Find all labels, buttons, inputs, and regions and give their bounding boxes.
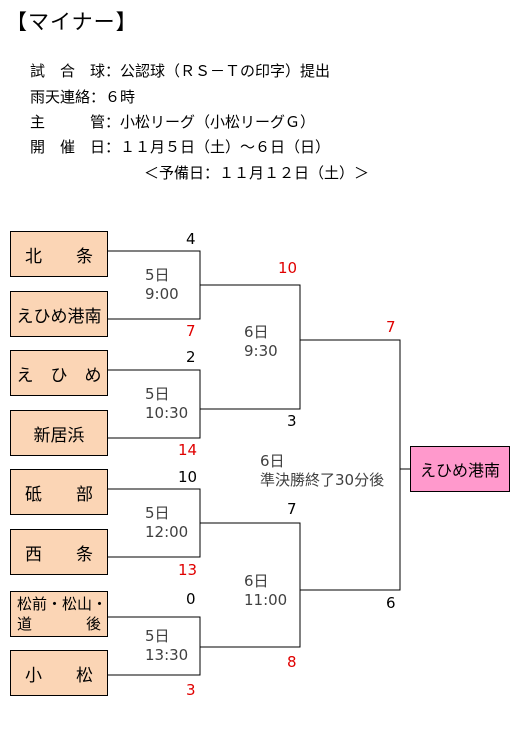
match-time: 9:00 (145, 285, 179, 303)
match-schedule: 5日 12:00 (145, 504, 188, 542)
page-title: 【マイナー】 (6, 10, 138, 34)
team-name: 西 条 (25, 544, 93, 565)
match-time: 13:30 (145, 646, 189, 664)
team-name: 小 松 (25, 665, 93, 686)
info-ball-label: 試 合 球： (30, 62, 121, 80)
champion-box: えひめ港南 (410, 446, 510, 492)
bracket-line-final (300, 339, 401, 591)
info-dates: 開 催 日：１１月５日（土）～６日（日） (30, 136, 330, 157)
match-time: 準決勝終了30分後 (260, 471, 385, 489)
bracket-line-r1-m4 (108, 616, 201, 676)
score-winner: 14 (178, 441, 198, 459)
info-dates-label: 開 催 日： (30, 138, 121, 156)
score: 2 (186, 348, 196, 366)
info-rain: 雨天連絡：６時 (30, 86, 135, 107)
score: 4 (186, 230, 196, 248)
team-komatsu: 小 松 (10, 650, 108, 696)
team-hojo: 北 条 (10, 231, 108, 277)
score: 7 (287, 500, 297, 518)
match-day: 5日 (145, 627, 170, 645)
match-schedule: 5日 13:30 (145, 627, 188, 665)
score-winner: 7 (386, 318, 396, 336)
score-winner: 3 (186, 681, 196, 699)
match-day: 5日 (145, 504, 170, 522)
info-host: 主 管：小松リーグ（小松リーグＧ） (30, 111, 315, 132)
team-matsumae-matsuyama-dogo: 松前・松山・道 後 (10, 591, 108, 637)
team-name-line2: 道 後 (17, 615, 101, 633)
bracket-line-r2-m1 (200, 284, 301, 410)
team-name: 砥 部 (25, 484, 93, 505)
match-schedule: 6日 9:30 (244, 323, 278, 361)
match-day: 6日 (260, 452, 285, 470)
score: 6 (386, 594, 396, 612)
team-saijo: 西 条 (10, 529, 108, 575)
score: 13 (178, 561, 198, 579)
info-ball-value: 公認球（ＲＳ－Ｔの印字）提出 (120, 62, 331, 80)
info-ball: 試 合 球：公認球（ＲＳ－Ｔの印字）提出 (30, 60, 330, 81)
match-schedule: 5日 10:30 (145, 385, 188, 423)
score: 0 (186, 590, 196, 608)
match-day: 6日 (244, 323, 269, 341)
info-dates-value: １１月５日（土）～６日（日） (120, 138, 331, 156)
team-niihama: 新居浜 (10, 410, 108, 456)
info-host-label: 主 管： (30, 113, 121, 131)
score-winner: 10 (278, 259, 298, 277)
score: 3 (287, 412, 297, 430)
score-winner: 7 (186, 322, 196, 340)
score-winner: 10 (178, 468, 198, 486)
info-rain-value: ６時 (105, 88, 136, 106)
match-schedule: 5日 9:00 (145, 266, 179, 304)
score-winner: 8 (287, 653, 297, 671)
match-time: 11:00 (244, 591, 288, 609)
team-name: 北 条 (25, 246, 93, 267)
bracket-line-r1-m2 (108, 369, 201, 439)
info-reserve-date: ＜予備日：１１月１２日（土）＞ (144, 164, 370, 182)
team-name: えひめ港南 (16, 306, 102, 327)
match-day: 6日 (244, 572, 269, 590)
match-time: 10:30 (145, 404, 189, 422)
match-day: 5日 (145, 266, 170, 284)
match-time: 9:30 (244, 342, 278, 360)
match-time: 12:00 (145, 523, 189, 541)
team-ehime: え ひ め (10, 350, 108, 396)
info-rain-label: 雨天連絡： (30, 88, 106, 106)
info-host-value: 小松リーグ（小松リーグＧ） (120, 113, 316, 131)
team-name: 新居浜 (33, 425, 85, 446)
match-day: 5日 (145, 385, 170, 403)
match-schedule: 6日 11:00 (244, 572, 287, 610)
final-schedule: 6日 準決勝終了30分後 (260, 452, 384, 490)
bracket-line-r2-m2 (200, 522, 301, 648)
team-ehime-konan: えひめ港南 (10, 291, 108, 337)
team-name-line1: 松前・松山・ (17, 595, 108, 613)
team-name: え ひ め (16, 365, 102, 386)
team-tobe: 砥 部 (10, 469, 108, 515)
